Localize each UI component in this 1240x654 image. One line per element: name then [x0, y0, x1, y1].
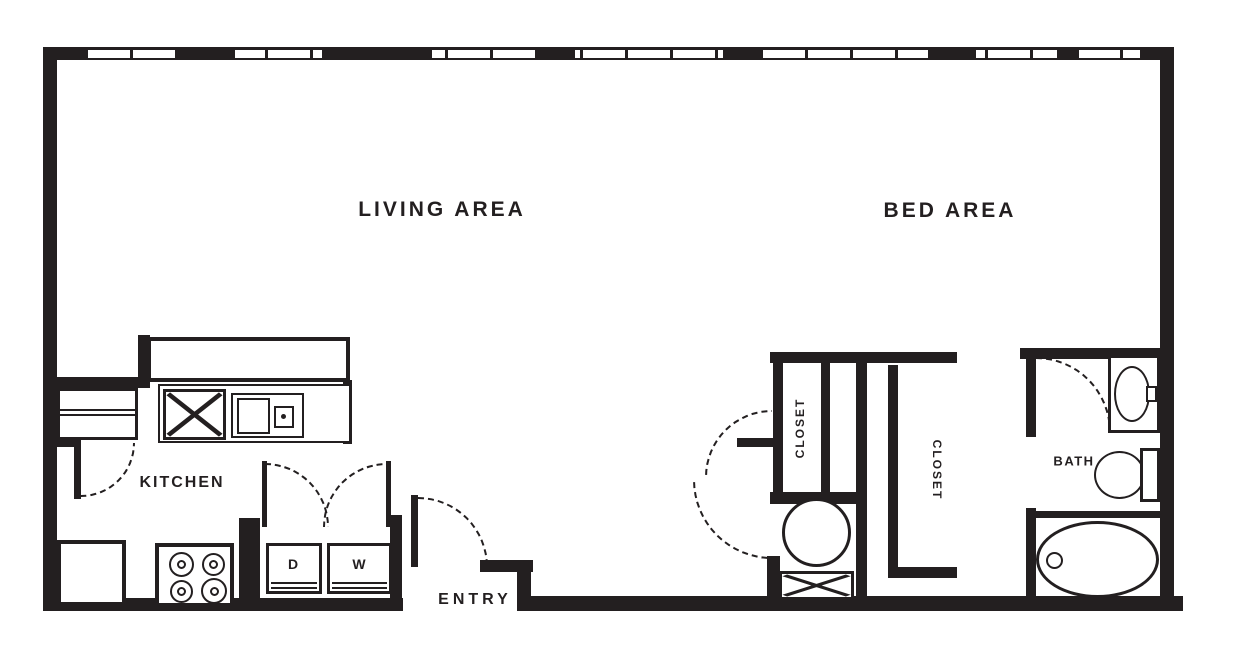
wall-pier	[538, 47, 575, 60]
wall-kitchen-door-jamb	[55, 437, 81, 447]
wall-closets-top	[770, 352, 957, 363]
laundry-door-swing-arc-left	[265, 463, 329, 527]
burner-icon	[202, 553, 225, 576]
kitchen-door-leaf	[74, 441, 81, 499]
kitchen-label: KITCHEN	[139, 474, 225, 491]
wall-pier	[928, 47, 976, 60]
living-area-label: LIVING AREA	[358, 198, 526, 221]
wall-closet1-right	[821, 363, 830, 493]
kitchen-peninsula-counter	[147, 337, 350, 382]
range	[155, 543, 234, 607]
wall-laundry-right	[390, 515, 402, 598]
washer-label: W	[352, 556, 366, 572]
wall-pier	[1057, 47, 1079, 60]
vanity-sink-basin	[1114, 366, 1150, 422]
dryer-label: D	[287, 556, 299, 572]
tub-faucet-icon	[1046, 552, 1063, 569]
closet2-label: CLOSET	[930, 439, 944, 501]
kitchen-door-swing-arc	[81, 443, 135, 497]
refrigerator-divider	[57, 409, 138, 416]
wall-bath-left-lower	[1026, 508, 1036, 598]
wall-right-exterior	[1160, 47, 1174, 596]
wall-walkin-bottom	[888, 567, 957, 578]
wall-bath-top	[1020, 348, 1160, 359]
hvac-x-icon	[782, 574, 851, 597]
wall-entry-jamb	[517, 568, 531, 598]
dishwasher	[163, 389, 226, 440]
closet-door-swing-arc	[705, 410, 772, 477]
sink-drain-dot	[281, 414, 286, 419]
washer-box	[327, 543, 392, 594]
laundry-door-leaf-right	[386, 461, 391, 527]
entry-door-swing-arc	[418, 497, 488, 567]
wall-left-exterior	[43, 47, 57, 610]
dishwasher-x-icon	[166, 392, 223, 437]
wall-mech-closet-left	[767, 556, 780, 598]
wall-kitchen-top	[55, 377, 150, 388]
bed-area-label: BED AREA	[883, 199, 1017, 222]
window-wall	[43, 47, 1174, 60]
entry-door-leaf	[411, 495, 418, 567]
wall-pier	[723, 47, 760, 60]
entry-label: ENTRY	[438, 591, 512, 608]
burner-icon	[170, 580, 193, 603]
vanity-faucet-icon	[1146, 386, 1157, 402]
window-mullion-ticks	[43, 50, 1174, 58]
mech-closet-door-swing-arc	[693, 480, 772, 559]
washer-front-line	[332, 582, 387, 589]
dryer-front-line	[271, 582, 317, 589]
closet1-label: CLOSET	[793, 397, 807, 459]
wall-pier	[177, 47, 235, 60]
bath-label: BATH	[1053, 453, 1095, 469]
dryer-box	[266, 543, 322, 594]
burner-icon	[201, 578, 227, 604]
wall-walkin-left	[888, 365, 898, 577]
laundry-door-swing-arc-right	[323, 463, 387, 527]
bath-door-swing-arc	[1036, 357, 1111, 432]
wall-bottom-right	[517, 596, 1183, 611]
burner-icon	[169, 552, 194, 577]
toilet-tank	[1140, 448, 1160, 502]
wall-tub-alcove	[1030, 511, 1160, 518]
toilet-bowl	[1094, 451, 1145, 499]
hvac-unit	[779, 571, 854, 600]
wall-closet-divider	[856, 363, 867, 603]
wall-closet1-left	[773, 363, 783, 503]
wall-laundry-left	[239, 518, 260, 600]
base-cabinet	[57, 540, 126, 606]
water-heater	[782, 498, 851, 567]
wall-pier	[322, 47, 432, 60]
sink-basin-left	[237, 398, 270, 434]
wall-bath-left-upper	[1026, 359, 1036, 437]
